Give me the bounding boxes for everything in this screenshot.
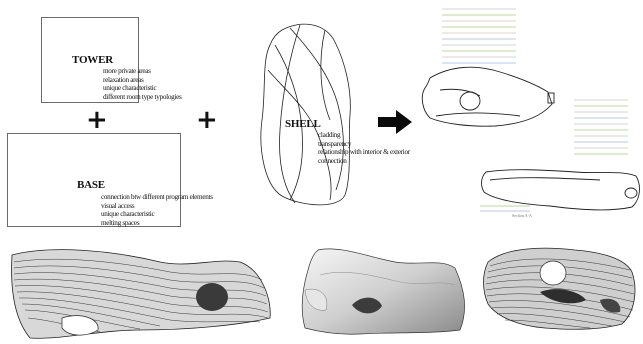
render-wireframe-right <box>0 0 643 344</box>
diagram-canvas: { "tower": { "title": "TOWER", "items": … <box>0 0 643 344</box>
